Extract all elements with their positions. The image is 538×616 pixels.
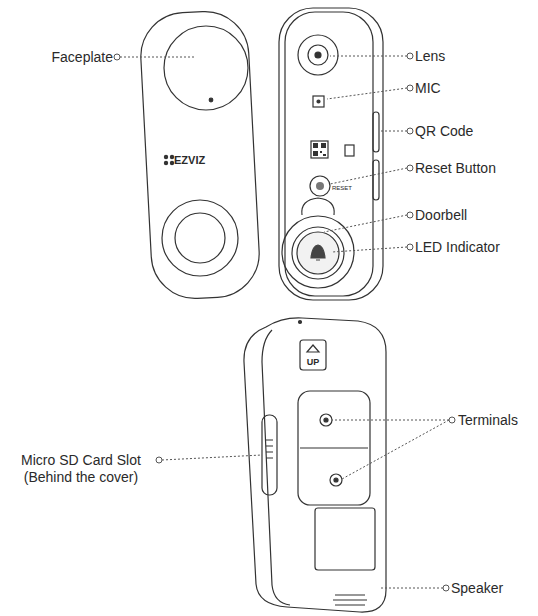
- terminal-divider: [300, 447, 368, 448]
- leader-end: [114, 54, 120, 60]
- leader-end: [407, 244, 413, 250]
- button-housing-top: [302, 198, 334, 215]
- leader-end: [407, 165, 413, 171]
- part-label: Faceplate: [52, 49, 113, 66]
- device-back-drawing: [279, 8, 383, 300]
- logo-dot: [164, 155, 168, 159]
- part-label: LED Indicator: [415, 239, 500, 256]
- mic-dot: [317, 100, 320, 103]
- logo-text: EZVIZ: [174, 154, 205, 167]
- device-outline: [279, 8, 383, 300]
- rear-side-edge: [262, 330, 290, 605]
- rear-outline: [244, 318, 386, 612]
- sd-icon: [345, 145, 354, 156]
- speaker-grille: [333, 595, 367, 605]
- part-label: QR Code: [415, 123, 473, 140]
- logo-mark: [164, 155, 174, 165]
- side-slot: [373, 160, 379, 200]
- leader-ends: [114, 53, 455, 591]
- rear-panel: [315, 508, 375, 570]
- mic-hole: [313, 96, 324, 107]
- logo-dot: [164, 161, 168, 165]
- leader-end: [449, 417, 455, 423]
- part-label: Micro SD Card Slot (Behind the cover): [10, 452, 152, 486]
- faceplate-outline: [139, 9, 262, 300]
- leader-line: [342, 420, 449, 479]
- terminal-screw-center: [324, 418, 328, 422]
- up-badge: [300, 340, 326, 370]
- leader-line: [162, 455, 262, 460]
- logo-dot: [170, 155, 174, 159]
- reset-button: [310, 176, 330, 196]
- button-marking: RESET: [332, 184, 352, 192]
- terminal-screw-center: [334, 478, 338, 482]
- leader-line: [324, 215, 407, 232]
- leader-line: [380, 131, 407, 132]
- lens-ring: [298, 35, 338, 75]
- qr-pattern: [313, 143, 326, 156]
- part-label: Terminals: [458, 412, 518, 429]
- leader-end: [407, 128, 413, 134]
- leader-lines: [120, 56, 449, 588]
- leader-line: [330, 168, 407, 184]
- sd-cover: [262, 415, 277, 495]
- lens-glass: [308, 45, 328, 65]
- leader-end: [443, 585, 449, 591]
- lens-center: [315, 52, 321, 58]
- terminal-screw: [330, 474, 342, 486]
- faceplate-button: [175, 213, 225, 263]
- logo-dot: [170, 161, 174, 165]
- faceplate-drawing: [139, 9, 262, 300]
- rear-dot: [299, 321, 302, 324]
- badge-text: UP: [307, 357, 320, 368]
- doorbell-button: [297, 232, 339, 274]
- part-label: Reset Button: [415, 160, 496, 177]
- leader-end: [407, 53, 413, 59]
- faceplate-dot: [209, 98, 213, 102]
- leader-line: [327, 88, 407, 99]
- button-housing: [282, 216, 354, 288]
- bell-icon: [311, 245, 325, 260]
- leader-line: [120, 57, 196, 58]
- leader-end: [156, 457, 162, 463]
- leader-line: [380, 588, 443, 589]
- part-label: Lens: [415, 48, 445, 65]
- faceplate-lens-window: [164, 26, 248, 110]
- device-inner-edge: [285, 12, 373, 296]
- sd-cover-grip: [266, 440, 273, 458]
- leader-end: [407, 212, 413, 218]
- leader-end: [407, 85, 413, 91]
- up-arrow: [307, 345, 319, 352]
- side-slot: [373, 112, 379, 152]
- terminal-screw: [320, 414, 332, 426]
- qr-code: [311, 141, 328, 158]
- led-ring: [292, 227, 344, 279]
- part-label: Doorbell: [415, 207, 467, 224]
- terminal-plate: [298, 391, 370, 505]
- part-label: Speaker: [451, 580, 503, 597]
- leader-line: [332, 247, 407, 252]
- faceplate-button-ring: [162, 200, 238, 276]
- leader-line: [332, 420, 449, 421]
- device-rear-drawing: [244, 318, 386, 612]
- part-label: MIC: [415, 80, 441, 97]
- reset-hole: [316, 182, 324, 190]
- leader-line: [330, 56, 407, 57]
